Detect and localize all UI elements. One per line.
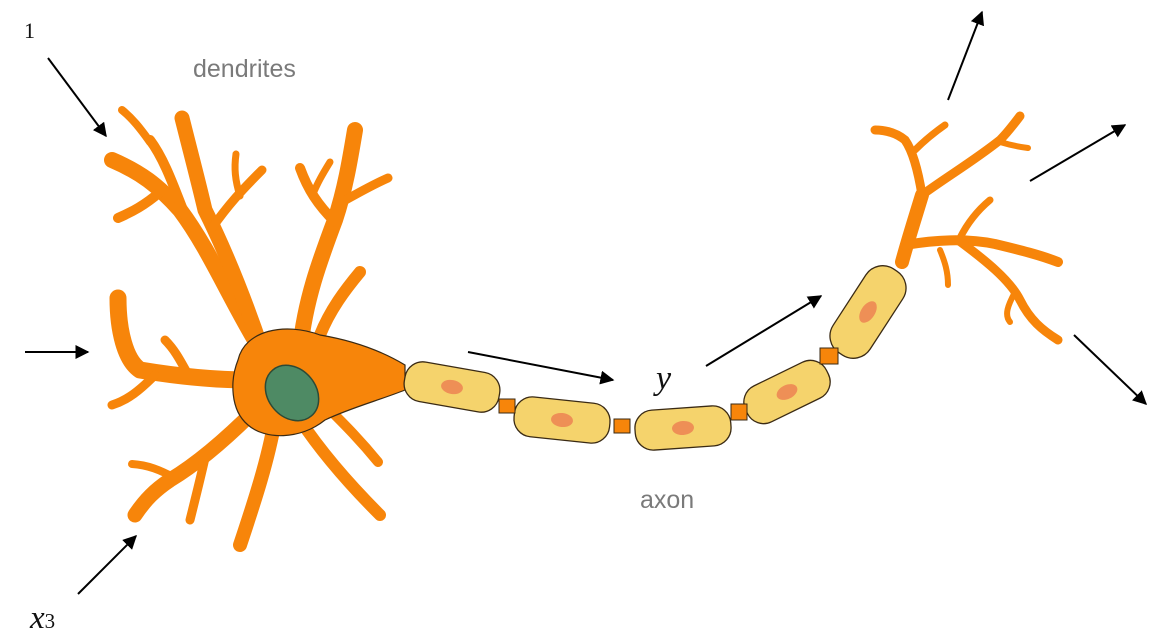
axon-terminal-stem [902, 195, 922, 262]
axon-terminal-small [940, 250, 948, 285]
output-arrow-top [948, 12, 982, 100]
axon-terminal-mid-twig [960, 200, 990, 238]
node-of-ranvier [614, 419, 630, 433]
input-label-x3: x3 [30, 600, 55, 637]
axon-terminal-lower-twig [1007, 292, 1015, 322]
dendrite-upper-middle-twig [235, 154, 240, 196]
output-label-y: y [656, 360, 671, 398]
dendrites-group [112, 110, 388, 545]
node-of-ranvier [731, 404, 747, 420]
input-label-x3-sub: 3 [45, 609, 56, 633]
output-arrow-right [1030, 125, 1125, 181]
axon-arrow-right [706, 296, 821, 366]
myelin-segment [512, 395, 612, 445]
dendrite-mid-right [320, 272, 360, 335]
soma [233, 329, 405, 436]
input-arrow-top [48, 58, 106, 136]
myelin-segment [738, 354, 836, 429]
dendrite-lower-left-twig [132, 464, 175, 478]
dendrite-lower-middle [240, 420, 275, 545]
node-of-ranvier [820, 348, 838, 364]
node-of-ranvier [499, 399, 515, 413]
dendrite-left-branch-a [112, 375, 155, 405]
dendrite-lower-right-a [300, 420, 380, 515]
input-label-x3-var: x [30, 600, 45, 636]
axon-terminals [875, 116, 1058, 340]
axon-terminal-upper-right-twig [1000, 142, 1028, 148]
axon-label: axon [640, 486, 694, 515]
dendrite-upper-left-branch-c [122, 110, 150, 142]
dendrite-upper-right-branch-a [300, 168, 335, 222]
output-arrow-bottom [1074, 335, 1146, 404]
dendrite-lower-right-b [330, 410, 378, 462]
input-label-1: 1 [24, 18, 35, 44]
dendrite-upper-right-twig [312, 162, 330, 196]
dendrite-upper-left-branch-b [118, 192, 160, 218]
axon-terminal-top [875, 130, 922, 195]
input-arrow-bottom [78, 536, 136, 594]
dendrites-label: dendrites [193, 55, 296, 84]
axon-terminal-top-twig [915, 125, 945, 150]
myelin-segment [401, 359, 502, 415]
myelin-segment [634, 405, 733, 452]
